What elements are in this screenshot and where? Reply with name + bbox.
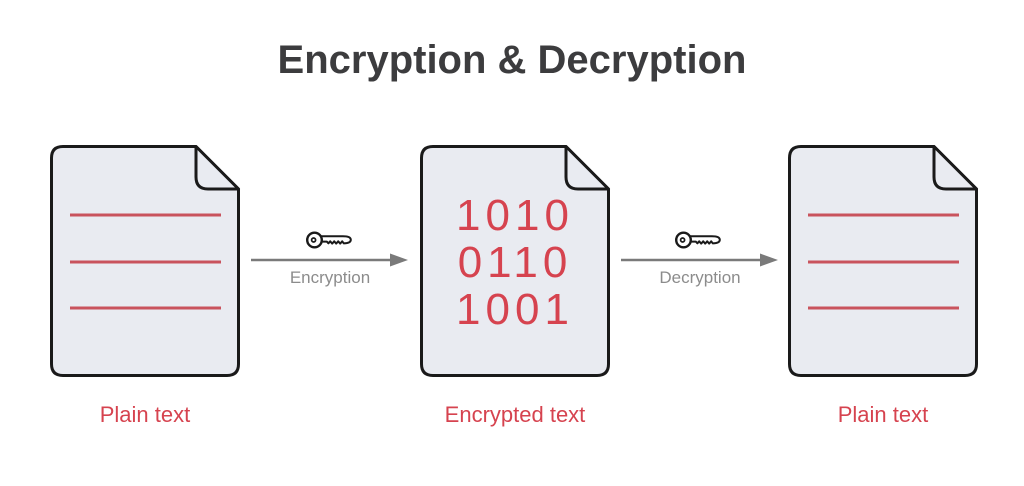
document-icon xyxy=(788,145,978,377)
caption-plain-text-right: Plain text xyxy=(837,402,929,427)
decryption-arrow xyxy=(620,252,780,268)
page-fold-corner xyxy=(564,145,610,191)
binary-line: 1001 xyxy=(456,285,574,334)
page-fold-corner xyxy=(932,145,978,191)
page-fold-corner xyxy=(194,145,240,191)
document-plain-text-left xyxy=(50,145,240,377)
binary-line: 1010 xyxy=(456,191,574,240)
key-icon xyxy=(674,224,724,254)
text-lines xyxy=(70,213,221,310)
document-plain-text-right xyxy=(788,145,978,377)
decryption-label: Decryption xyxy=(659,268,741,287)
diagram-title: Encryption & Decryption xyxy=(277,38,747,82)
binary-line: 0110 xyxy=(457,238,573,287)
encryption-label: Encryption xyxy=(289,268,371,287)
document-encrypted-text xyxy=(420,145,610,377)
key-icon xyxy=(305,224,355,254)
encryption-arrow xyxy=(250,252,410,268)
document-icon xyxy=(420,145,610,377)
binary-code-text: 1010 0110 1001 xyxy=(420,192,610,333)
document-icon xyxy=(50,145,240,377)
text-lines xyxy=(808,213,959,310)
caption-encrypted-text: Encrypted text xyxy=(444,402,586,427)
caption-plain-text-left: Plain text xyxy=(99,402,191,427)
